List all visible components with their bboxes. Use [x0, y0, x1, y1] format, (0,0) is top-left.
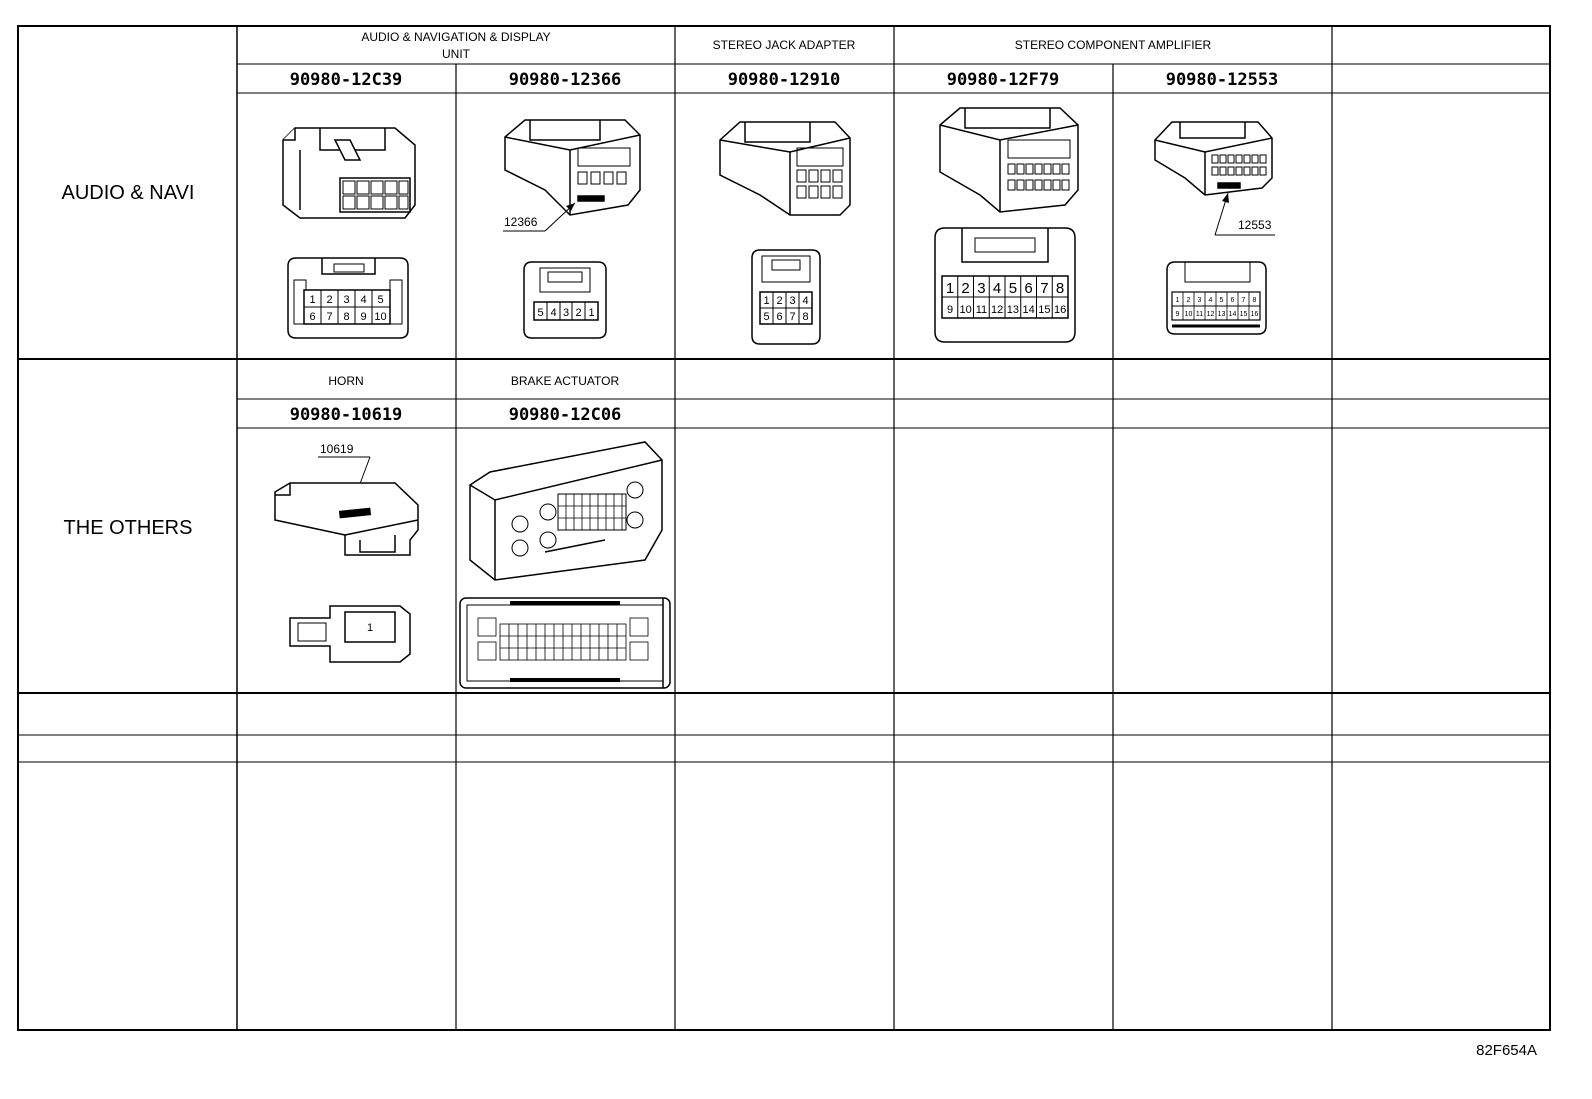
group-title-stereo-component-amplifier: STEREO COMPONENT AMPLIFIER — [1015, 38, 1212, 52]
pin-label: 6 — [1024, 280, 1032, 297]
pin-label: 5 — [763, 311, 769, 323]
pin-label: 13 — [1007, 304, 1019, 316]
group-title-horn: HORN — [328, 374, 363, 388]
group-title-brake-actuator: BRAKE ACTUATOR — [511, 374, 620, 388]
pin-label: 8 — [1056, 280, 1064, 297]
pin-label: 13 — [1218, 311, 1226, 318]
connector-12c06-perspective — [469, 441, 663, 581]
connector-10619-face: 1 — [289, 605, 411, 663]
pin-label: 2 — [776, 295, 782, 307]
connector-12f79-perspective — [939, 107, 1079, 213]
pin-label: 9 — [1176, 311, 1180, 318]
pin-label: 4 — [360, 294, 366, 306]
table-grid — [17, 25, 1551, 1031]
pin-label: 12 — [991, 304, 1003, 316]
pin-label: 1 — [1176, 297, 1180, 304]
pin-label: 8 — [343, 311, 349, 323]
connector-10619-perspective — [274, 482, 419, 556]
pin-label: 14 — [1229, 311, 1237, 318]
pin-label: 1 — [588, 307, 594, 319]
pin-label: 11 — [976, 304, 987, 316]
pin-label: 4 — [550, 307, 556, 319]
part-number-12910: 90980-12910 — [728, 70, 841, 90]
pin-label: 9 — [360, 311, 366, 323]
pin-label: 7 — [1040, 280, 1048, 297]
connector-12553-face: 1 2 3 4 5 6 7 8 9 10 11 12 13 14 15 16 — [1166, 261, 1267, 335]
pin-label: 12 — [1207, 311, 1215, 318]
pin-label: 4 — [993, 280, 1001, 297]
pin-label: 10 — [374, 311, 386, 323]
pin-label: 10 — [1185, 311, 1193, 318]
pin-label: 8 — [802, 311, 808, 323]
pin-label: 1 — [367, 622, 373, 634]
pin-label: 2 — [1187, 297, 1191, 304]
group-title-audio-nav-display-line2: UNIT — [442, 47, 471, 61]
group-title-audio-nav-display-line1: AUDIO & NAVIGATION & DISPLAY — [361, 30, 550, 44]
pin-label: 7 — [1242, 297, 1246, 304]
pin-label: 7 — [789, 311, 795, 323]
pin-label: 16 — [1251, 311, 1259, 318]
pin-label: 6 — [776, 311, 782, 323]
pin-label: 3 — [977, 280, 985, 297]
part-number-10619: 90980-10619 — [290, 405, 403, 425]
connector-12f79-face: 1 2 3 4 5 6 7 8 9 10 11 12 13 14 15 16 — [934, 227, 1076, 343]
pin-label: 5 — [1009, 280, 1017, 297]
pin-label: 6 — [309, 311, 315, 323]
pin-label: 8 — [1253, 297, 1257, 304]
pin-label: 11 — [1196, 311, 1203, 318]
pin-label: 16 — [1054, 304, 1066, 316]
connector-12c06-face — [459, 597, 671, 689]
pin-label: 9 — [947, 304, 953, 316]
pin-label: 1 — [309, 294, 315, 306]
part-number-12553: 90980-12553 — [1166, 70, 1279, 90]
pin-label: 4 — [802, 295, 808, 307]
callout-label-10619: 10619 — [320, 442, 354, 456]
pin-label: 2 — [961, 280, 969, 297]
connector-12910-face: 1 2 3 4 5 6 7 8 — [751, 249, 821, 345]
connector-12366-face: 5 4 3 2 1 — [523, 261, 607, 339]
connector-12553-perspective — [1154, 121, 1273, 196]
row-label-audio-navi: AUDIO & NAVI — [62, 182, 195, 204]
pin-label: 15 — [1038, 304, 1050, 316]
pin-label: 4 — [1209, 297, 1213, 304]
connector-12c39-perspective — [282, 127, 416, 219]
callout-12553: 12553 — [1214, 192, 1275, 236]
pin-label: 7 — [326, 311, 332, 323]
part-number-12c39: 90980-12C39 — [290, 70, 403, 90]
pin-label: 3 — [343, 294, 349, 306]
part-number-12f79: 90980-12F79 — [947, 70, 1060, 90]
callout-12366: 12366 — [503, 202, 576, 232]
pin-label: 5 — [537, 307, 543, 319]
figure-code: 82F654A — [1476, 1042, 1537, 1059]
pin-label: 1 — [763, 295, 769, 307]
pin-label: 5 — [1220, 297, 1224, 304]
pin-label: 2 — [575, 307, 581, 319]
connector-12c39-face: 1 2 3 4 5 6 7 8 9 10 — [287, 257, 409, 339]
callout-label-12366: 12366 — [504, 215, 538, 229]
group-title-stereo-jack-adapter: STEREO JACK ADAPTER — [713, 38, 856, 52]
callout-label-12553: 12553 — [1238, 218, 1272, 232]
pin-label: 15 — [1240, 311, 1248, 318]
pin-label: 5 — [377, 294, 383, 306]
pin-label: 3 — [563, 307, 569, 319]
pin-label: 6 — [1231, 297, 1235, 304]
pin-label: 14 — [1022, 304, 1034, 316]
part-number-12c06: 90980-12C06 — [509, 405, 622, 425]
pin-label: 3 — [789, 295, 795, 307]
connector-12366-perspective — [504, 119, 641, 216]
pin-label: 10 — [959, 304, 971, 316]
pin-label: 1 — [946, 280, 954, 297]
pin-label: 3 — [1198, 297, 1202, 304]
part-number-12366: 90980-12366 — [509, 70, 622, 90]
connector-12910-perspective — [719, 121, 851, 216]
pin-label: 2 — [326, 294, 332, 306]
row-label-the-others: THE OTHERS — [64, 517, 193, 539]
